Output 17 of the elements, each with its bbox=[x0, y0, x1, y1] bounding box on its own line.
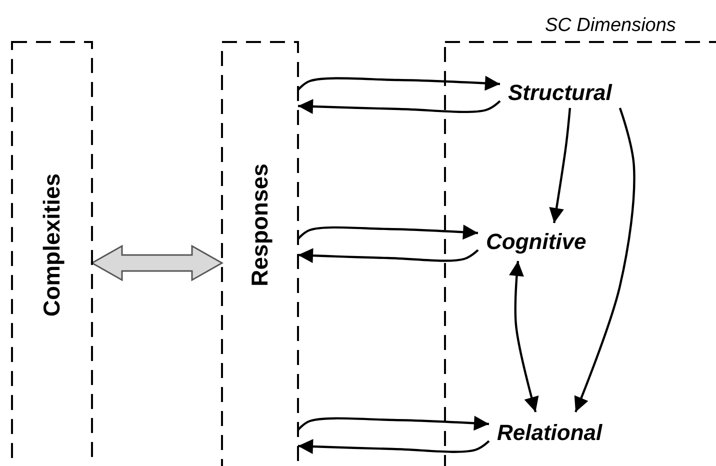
dashed-panel bbox=[222, 42, 298, 466]
dimension-label: Cognitive bbox=[486, 229, 586, 255]
curved-arrow bbox=[297, 224, 478, 240]
dimension-label: Structural bbox=[508, 80, 612, 106]
group-heading: SC Dimensions bbox=[545, 15, 676, 37]
curved-arrow bbox=[297, 76, 500, 91]
curved-arrow bbox=[298, 439, 490, 454]
curved-arrow bbox=[298, 99, 501, 114]
curved-arrow bbox=[509, 260, 539, 412]
curved-arrow bbox=[574, 108, 636, 412]
curved-arrow bbox=[549, 108, 572, 224]
panel-title: Complexities bbox=[38, 173, 66, 317]
curved-arrow bbox=[298, 248, 479, 264]
curved-arrow bbox=[297, 416, 490, 431]
panel-title: Responses bbox=[246, 164, 274, 286]
block-arrow bbox=[90, 244, 224, 282]
dimension-label: Relational bbox=[497, 420, 602, 446]
